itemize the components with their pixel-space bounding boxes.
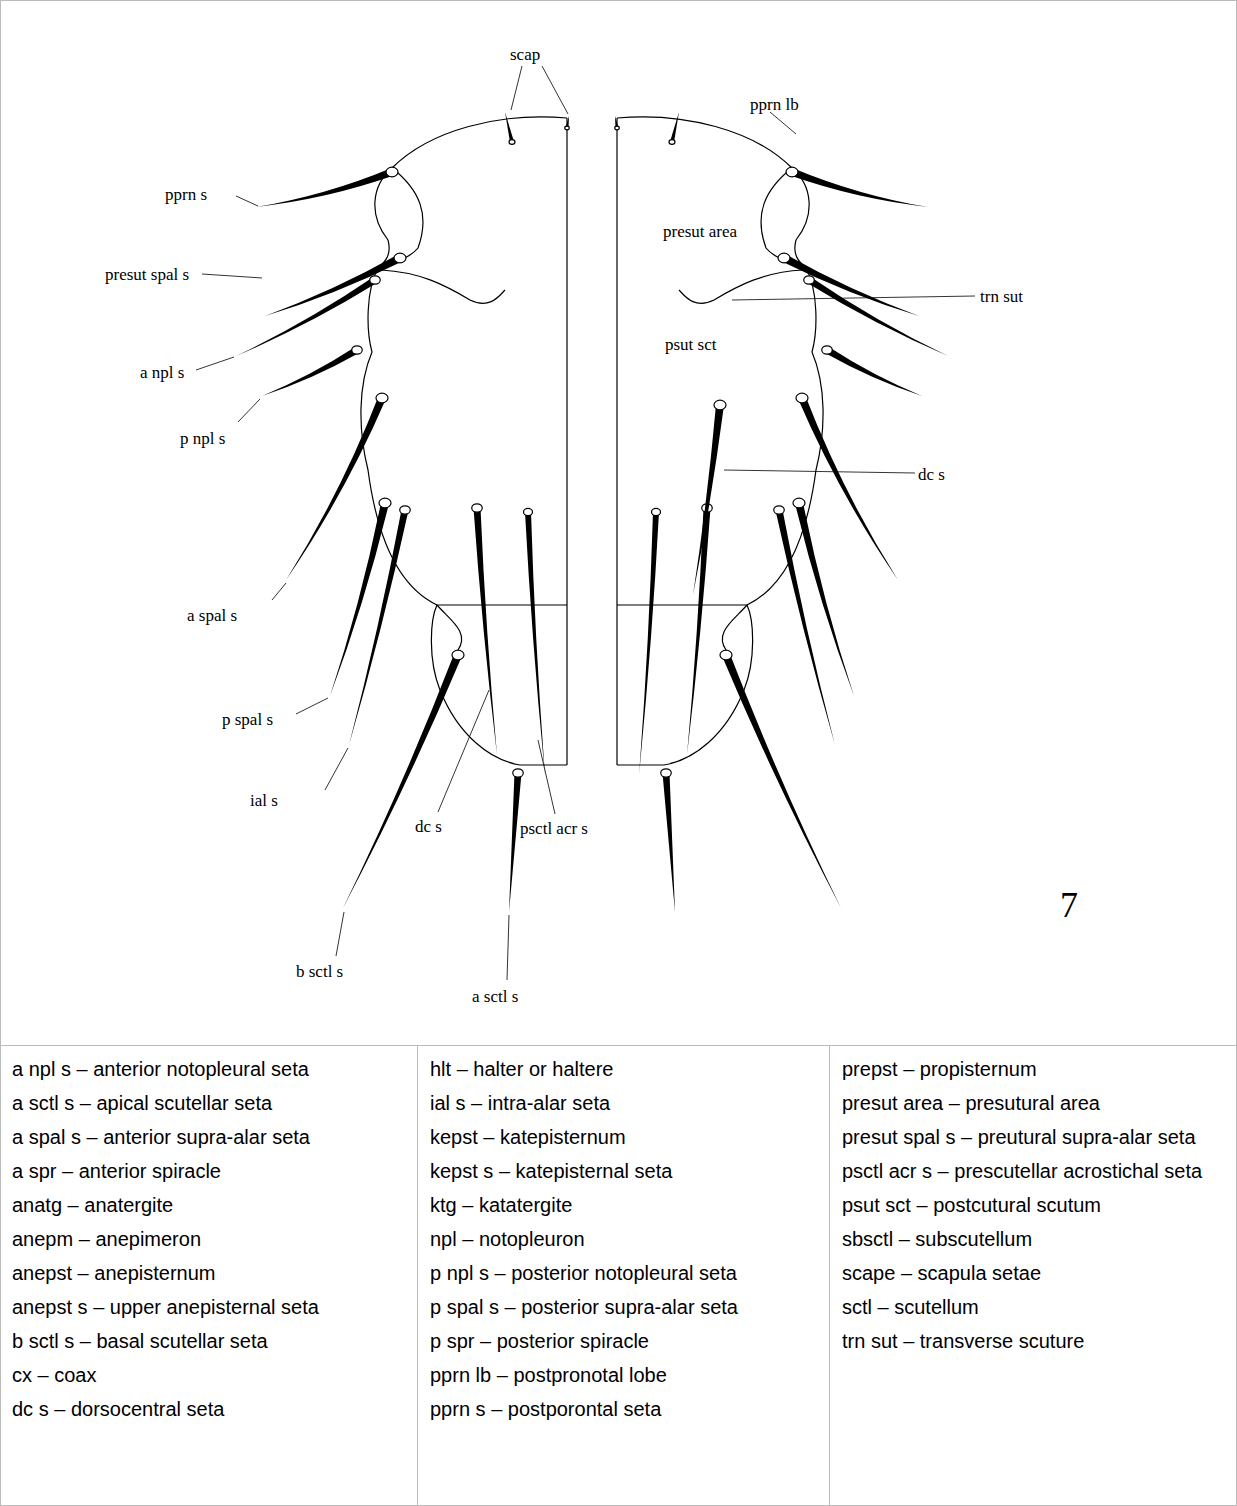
part-label: psut sct: [665, 336, 716, 353]
table-cell: ial s – intra-alar seta: [430, 1092, 819, 1115]
seta-socket: [452, 650, 464, 660]
part-label: b sctl s: [296, 963, 343, 980]
table-cell: a npl s – anterior notopleural seta: [12, 1058, 407, 1081]
part-label: a spal s: [187, 607, 237, 624]
table-cell: prepst – propisternum: [842, 1058, 1227, 1081]
seta: [505, 112, 514, 142]
seta-socket: [379, 498, 391, 508]
table-column: a npl s – anterior notopleural seta a sct…: [0, 1046, 418, 1506]
leader-lines: [196, 66, 975, 980]
table-column: hlt – halter or haltere ial s – intra-ala…: [418, 1046, 830, 1506]
table-cell: scape – scapula setae: [842, 1262, 1227, 1285]
part-label: scap: [510, 46, 540, 63]
table-cell: p spal s – posterior supra-alar seta: [430, 1296, 819, 1319]
table-cell: trn sut – transverse scuture: [842, 1330, 1227, 1353]
table-cell: cx – coax: [12, 1364, 407, 1387]
seta-socket: [565, 126, 570, 130]
seta: [262, 347, 359, 396]
seta-socket: [472, 504, 483, 512]
notopleural-line: [381, 270, 505, 303]
part-label: dc s: [415, 818, 442, 835]
part-label: pprn s: [165, 186, 207, 203]
table-cell: p npl s – posterior notopleural seta: [430, 1262, 819, 1285]
table-cell: psut sct – postcutural scutum: [842, 1194, 1227, 1217]
table-cell: sbsctl – subscutellum: [842, 1228, 1227, 1251]
table-cell: presut area – presutural area: [842, 1092, 1227, 1115]
part-label: trn sut: [980, 288, 1023, 305]
part-label: pprn lb: [750, 96, 799, 113]
table-cell: kepst – katepisternum: [430, 1126, 819, 1149]
table-cell: presut spal s – preutural supra-alar set…: [842, 1126, 1227, 1149]
part-label: a npl s: [140, 364, 184, 381]
table-cell: a spr – anterior spiracle: [12, 1160, 407, 1183]
table-cell: anatg – anatergite: [12, 1194, 407, 1217]
table-cell: ktg – katatergite: [430, 1194, 819, 1217]
seta: [236, 277, 377, 356]
seta-socket: [394, 253, 406, 263]
abbreviation-table: a npl s – anterior notopleural seta a sct…: [0, 1045, 1237, 1506]
part-label: ial s: [250, 792, 278, 809]
part-label: presut area: [663, 223, 737, 240]
table-cell: anepm – anepimeron: [12, 1228, 407, 1251]
table-cell: a spal s – anterior supra-alar seta: [12, 1126, 407, 1149]
table-cell: kepst s – katepisternal seta: [430, 1160, 819, 1183]
seta: [525, 512, 545, 775]
part-label: p spal s: [222, 711, 273, 728]
scutellum-outline: [431, 605, 567, 765]
table-cell: anepst – anepisternum: [12, 1262, 407, 1285]
table-cell: sctl – scutellum: [842, 1296, 1227, 1319]
table-cell: anepst s – upper anepisternal seta: [12, 1296, 407, 1319]
table-cell: a sctl s – apical scutellar seta: [12, 1092, 407, 1115]
midline: [566, 118, 567, 765]
seta: [693, 404, 724, 595]
seta-socket: [386, 167, 398, 177]
table-cell: dc s – dorsocentral seta: [12, 1398, 407, 1421]
part-label: p npl s: [180, 430, 225, 447]
bristles: [236, 112, 569, 912]
part-label: presut spal s: [105, 266, 189, 283]
part-label: a sctl s: [472, 988, 518, 1005]
seta-socket: [509, 140, 515, 145]
seta-socket: [524, 508, 533, 515]
bristles: [693, 400, 726, 595]
seta-socket: [513, 769, 524, 777]
part-label: psctl acr s: [520, 820, 588, 837]
seta-socket: [370, 276, 381, 284]
table-cell: psctl acr s – prescutellar acrostichal s…: [842, 1160, 1227, 1183]
table-cell: hlt – halter or haltere: [430, 1058, 819, 1081]
table-cell: npl – notopleuron: [430, 1228, 819, 1251]
seta: [509, 773, 521, 912]
scutellar-base-line: [437, 605, 462, 650]
part-label: dc s: [918, 466, 945, 483]
seta: [256, 168, 393, 207]
seta: [349, 509, 408, 745]
scutum-outline: [361, 117, 567, 605]
seta: [330, 502, 389, 696]
table-cell: pprn s – postporontal seta: [430, 1398, 819, 1421]
thorax-illustration: [0, 0, 1237, 1045]
seta-socket: [400, 506, 411, 514]
seta-socket: [376, 393, 388, 403]
thorax-right-half: [615, 112, 948, 912]
table-cell: b sctl s – basal scutellar seta: [12, 1330, 407, 1353]
figure-number: 7: [1060, 887, 1078, 923]
table-cell: pprn lb – postpronotal lobe: [430, 1364, 819, 1387]
seta: [343, 653, 462, 908]
table-cell: p spr – posterior spiracle: [430, 1330, 819, 1353]
seta-socket: [352, 346, 363, 354]
seta-socket: [714, 400, 726, 410]
postpronotal-lobe-line: [388, 168, 423, 262]
table-column: prepst – propisternum presut area – presu…: [830, 1046, 1237, 1506]
